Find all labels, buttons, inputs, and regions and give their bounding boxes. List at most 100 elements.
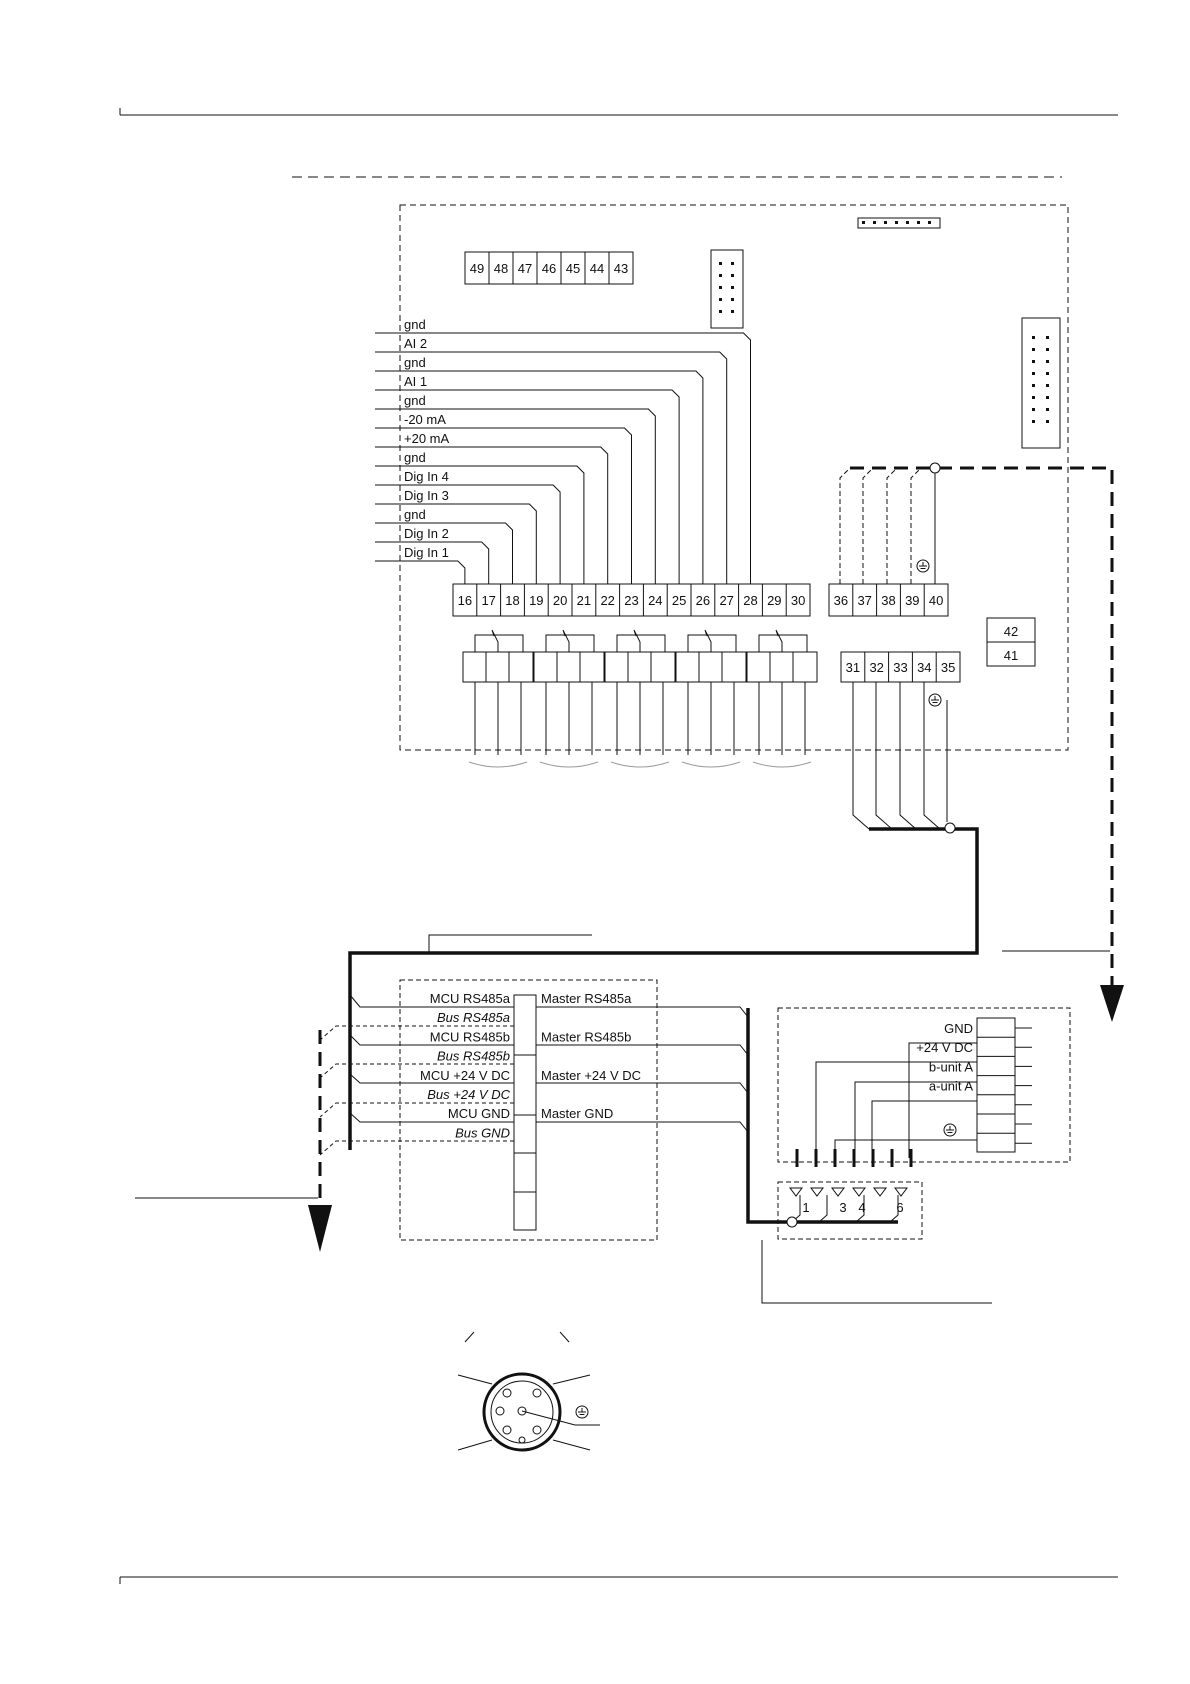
terminal-19: 19 bbox=[529, 593, 543, 608]
dashed-wires-36-40 bbox=[839, 467, 922, 584]
unit-terminal-strip bbox=[976, 1017, 1016, 1153]
arrow-right-down bbox=[1100, 985, 1124, 1022]
terminal-20: 20 bbox=[553, 593, 567, 608]
terminal-38: 38 bbox=[881, 593, 895, 608]
unit-labels: GND +24 V DC b-unit A a-unit A bbox=[916, 1021, 973, 1094]
bus-label-left: MCU GND bbox=[448, 1106, 510, 1121]
terminal-18: 18 bbox=[505, 593, 519, 608]
bus-label-left: Bus RS485b bbox=[437, 1049, 510, 1064]
bus-wires-left bbox=[349, 994, 514, 1123]
terminal-24: 24 bbox=[648, 593, 662, 608]
bus-label-right: Master GND bbox=[541, 1106, 613, 1121]
terminal-26: 26 bbox=[696, 593, 710, 608]
terminal-block-right: 36 37 38 39 40 bbox=[828, 583, 949, 617]
unit-label: b-unit A bbox=[929, 1059, 973, 1074]
terminal-43: 43 bbox=[614, 261, 628, 276]
plug-pin-6: 6 bbox=[896, 1200, 903, 1215]
terminal-22: 22 bbox=[600, 593, 614, 608]
arrow-left-down bbox=[308, 1205, 332, 1252]
unit-contact-ticks bbox=[795, 1149, 913, 1167]
terminal-46: 46 bbox=[542, 261, 556, 276]
main-cable bbox=[348, 827, 979, 1224]
bus-label-left: MCU RS485a bbox=[430, 991, 511, 1006]
signal-label: gnd bbox=[404, 317, 426, 332]
signal-label: Dig In 1 bbox=[404, 545, 449, 560]
board-headers bbox=[710, 217, 1061, 449]
signal-label: Dig In 4 bbox=[404, 469, 449, 484]
terminal-21: 21 bbox=[577, 593, 591, 608]
signal-label: AI 2 bbox=[404, 336, 427, 351]
terminal-45: 45 bbox=[566, 261, 580, 276]
terminal-23: 23 bbox=[624, 593, 638, 608]
terminal-47: 47 bbox=[518, 261, 532, 276]
unit-label: +24 V DC bbox=[916, 1040, 973, 1055]
unit-box bbox=[777, 1007, 1071, 1163]
terminal-34: 34 bbox=[917, 660, 931, 675]
plug-wires bbox=[791, 1195, 899, 1223]
bus-label-right: Master +24 V DC bbox=[541, 1068, 641, 1083]
bus-box bbox=[399, 979, 658, 1241]
unit-strip-rows bbox=[977, 1027, 1032, 1144]
signal-label: gnd bbox=[404, 507, 426, 522]
bus-label-right: Master RS485b bbox=[541, 1029, 631, 1044]
terminal-32: 32 bbox=[869, 660, 883, 675]
terminal-30: 30 bbox=[791, 593, 805, 608]
bus-wires-right bbox=[536, 1006, 749, 1133]
round-connector-icon bbox=[457, 1331, 600, 1452]
plug-box bbox=[777, 1181, 923, 1240]
terminal-16: 16 bbox=[458, 593, 472, 608]
unit-label: GND bbox=[944, 1021, 973, 1036]
signal-label: Dig In 3 bbox=[404, 488, 449, 503]
terminal-28: 28 bbox=[743, 593, 757, 608]
terminal-41: 41 bbox=[1004, 648, 1018, 663]
relay-outputs bbox=[462, 629, 818, 768]
page-rules bbox=[119, 108, 1118, 1584]
terminal-block-main: 16 17 18 19 20 21 22 23 24 25 26 27 28 29 30 bbox=[452, 583, 811, 617]
plug-pin-3: 3 bbox=[839, 1200, 846, 1215]
signal-label: Dig In 2 bbox=[404, 526, 449, 541]
terminal-37: 37 bbox=[857, 593, 871, 608]
terminal-48: 48 bbox=[494, 261, 508, 276]
board-outline bbox=[399, 204, 1069, 751]
terminal-17: 17 bbox=[481, 593, 495, 608]
signal-label: AI 1 bbox=[404, 374, 427, 389]
unit-label: a-unit A bbox=[929, 1079, 973, 1094]
header-pins bbox=[719, 221, 1049, 423]
plug-pin-4: 4 bbox=[858, 1200, 865, 1215]
terminal-block-top: 49 48 47 46 45 44 43 bbox=[464, 251, 634, 285]
signal-label: +20 mA bbox=[404, 431, 449, 446]
terminal-27: 27 bbox=[719, 593, 733, 608]
signal-label: gnd bbox=[404, 393, 426, 408]
leader-lines bbox=[135, 934, 1110, 1304]
bus-label-left: Bus +24 V DC bbox=[427, 1087, 510, 1102]
signal-label: gnd bbox=[404, 450, 426, 465]
terminal-block-stack: 42 41 bbox=[986, 617, 1036, 667]
cable-wires-31-35 bbox=[852, 682, 948, 830]
heavy-dashed-bus bbox=[850, 466, 1114, 985]
terminal-29: 29 bbox=[767, 593, 781, 608]
terminal-49: 49 bbox=[470, 261, 484, 276]
bus-label-left: Bus RS485a bbox=[437, 1010, 510, 1025]
bus-label-left: MCU +24 V DC bbox=[420, 1068, 510, 1083]
bus-label-left: MCU RS485b bbox=[430, 1029, 510, 1044]
bus-terminal-strip bbox=[513, 994, 537, 1231]
terminal-40: 40 bbox=[929, 593, 943, 608]
terminal-35: 35 bbox=[941, 660, 955, 675]
bus-wires-left-dashed bbox=[319, 1025, 514, 1156]
signal-label: -20 mA bbox=[404, 412, 446, 427]
plug-pin-1: 1 bbox=[802, 1200, 809, 1215]
terminal-31: 31 bbox=[846, 660, 860, 675]
bus-label-left: Bus GND bbox=[455, 1125, 510, 1140]
terminal-39: 39 bbox=[905, 593, 919, 608]
signal-label: gnd bbox=[404, 355, 426, 370]
terminal-25: 25 bbox=[672, 593, 686, 608]
terminal-36: 36 bbox=[834, 593, 848, 608]
bus-label-right: Master RS485a bbox=[541, 991, 632, 1006]
terminal-42: 42 bbox=[1004, 624, 1018, 639]
terminal-44: 44 bbox=[590, 261, 604, 276]
ground-symbols bbox=[575, 462, 957, 1419]
